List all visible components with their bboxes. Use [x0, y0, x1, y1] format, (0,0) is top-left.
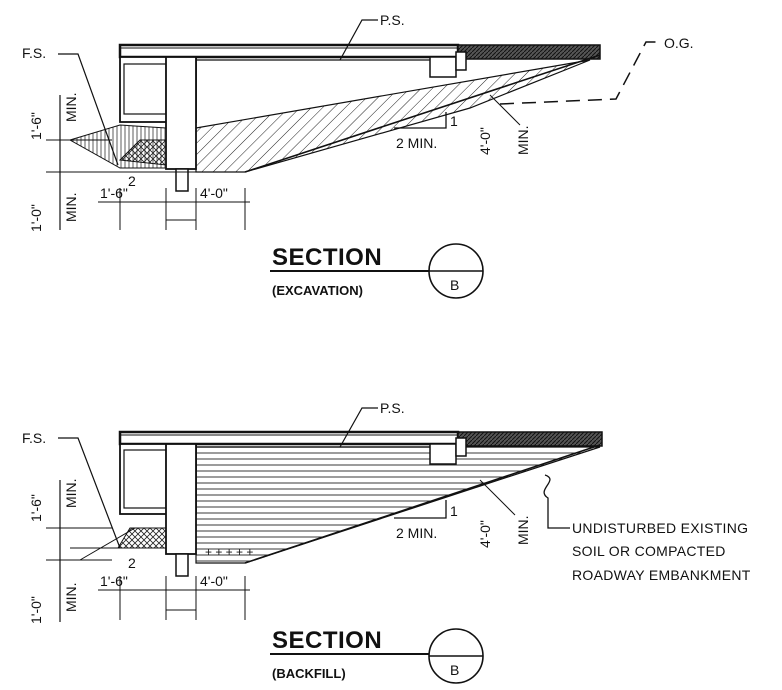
- og-label: O.G.: [664, 35, 694, 51]
- badge-letter-backfill: B: [450, 662, 459, 678]
- dim-4-0-vertical: 4'-0": [477, 127, 493, 155]
- min-label-c-b: MIN.: [515, 515, 531, 545]
- dim-1-0-min-b: 1'-0": [28, 596, 44, 624]
- deck-slab: [118, 43, 460, 59]
- sleeper-slab-b: [429, 443, 457, 465]
- dim-4-0-bottom: 4'-0": [200, 185, 228, 201]
- fs-label: F.S.: [22, 45, 46, 61]
- note-line-1: UNDISTURBED EXISTING: [572, 520, 748, 536]
- min-label-a: MIN.: [63, 92, 79, 122]
- min-label-b-b: MIN.: [63, 582, 79, 612]
- original-ground-line: [499, 41, 660, 105]
- slope-two-b: 2: [128, 555, 136, 571]
- section-title-excavation: SECTION: [272, 244, 382, 271]
- section-title-backfill: SECTION: [272, 627, 382, 654]
- dim-4-0-bottom-b: 4'-0": [200, 573, 228, 589]
- backfill-slope: [244, 444, 601, 564]
- dim-1-0-min: 1'-0": [28, 204, 44, 232]
- section-subtitle-backfill: (BACKFILL): [272, 666, 346, 681]
- slope-run: 2 MIN.: [396, 135, 437, 151]
- slope-rise-b: 1: [450, 503, 458, 519]
- dim-1-6-min: 1'-6": [28, 112, 44, 140]
- abutment-wall: [165, 56, 197, 170]
- min-label-a-b: MIN.: [63, 478, 79, 508]
- pile-stub: [175, 168, 189, 192]
- dim-1-6-min-b: 1'-6": [28, 494, 44, 522]
- excavation-crosshatch: [118, 139, 167, 166]
- excavation-section: P.S. F.S. O.G. 1 2 MIN. 2 1'-6" MIN. 1'-…: [22, 12, 694, 299]
- roadway-pavement-b: [457, 431, 603, 447]
- pile-stub-b: [175, 553, 189, 577]
- dim-1-6-bottom: 1'-6": [100, 185, 128, 201]
- dim-4-0-vertical-b: 4'-0": [477, 520, 493, 548]
- backfill-section: + + + + + P.S. F.S. 1 2 MIN. 2 1'-6" MIN…: [22, 400, 751, 684]
- slope-run-b: 2 MIN.: [396, 525, 437, 541]
- abutment-wall-b: [165, 443, 197, 555]
- gravel-marks: + + + + +: [205, 545, 253, 559]
- excavation-slope: [244, 54, 601, 173]
- note-line-3: ROADWAY EMBANKMENT: [572, 567, 751, 583]
- badge-letter-excavation: B: [450, 277, 459, 293]
- min-label-c: MIN.: [515, 125, 531, 155]
- sleeper-slab: [429, 56, 457, 78]
- section-subtitle-excavation: (EXCAVATION): [272, 283, 363, 298]
- deck-slab-b: [118, 430, 460, 446]
- excavation-hatch-right: [195, 59, 591, 173]
- slope-two: 2: [128, 173, 136, 189]
- slope-rise: 1: [450, 113, 458, 129]
- backfill-crosshatch: [117, 527, 167, 549]
- ps-label: P.S.: [380, 12, 405, 28]
- fs-label-b: F.S.: [22, 430, 46, 446]
- note-line-2: SOIL OR COMPACTED: [572, 543, 726, 559]
- ps-label-b: P.S.: [380, 400, 405, 416]
- min-label-b: MIN.: [63, 192, 79, 222]
- dim-1-6-bottom-b: 1'-6": [100, 573, 128, 589]
- roadway-pavement: [457, 44, 601, 60]
